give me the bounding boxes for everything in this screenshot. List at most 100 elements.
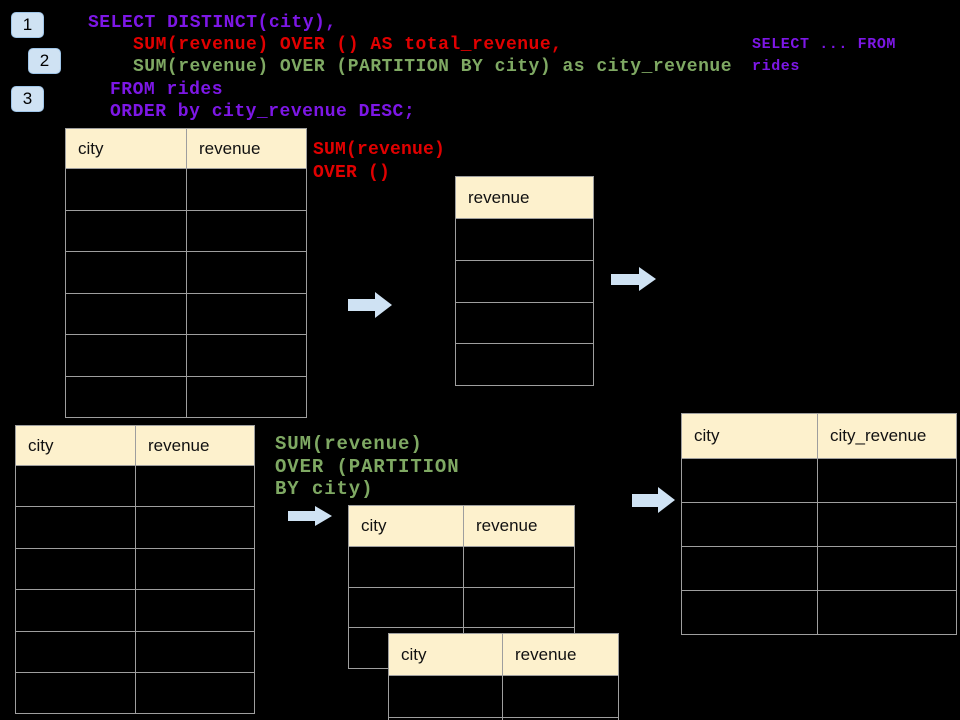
table-row	[66, 168, 306, 210]
table-cell	[16, 548, 136, 590]
sql-line-sum-total: SUM(revenue) OVER () AS total_revenue,	[133, 35, 563, 55]
table-cell	[136, 632, 254, 672]
table-cell	[818, 503, 956, 546]
annotation-total-line1: SUM(revenue)	[313, 140, 446, 160]
table-row	[16, 506, 254, 548]
table-cell	[349, 547, 464, 587]
table-header-row: city revenue	[349, 506, 574, 546]
table-cell	[349, 587, 464, 628]
table-cell	[187, 211, 306, 252]
table-header-row: city revenue	[16, 426, 254, 465]
table-row	[682, 590, 956, 634]
table-row	[682, 502, 956, 546]
table-row	[66, 375, 306, 418]
table-cell	[187, 335, 306, 376]
sql-line-order: ORDER by city_revenue DESC;	[110, 102, 416, 122]
table-header-cell: revenue	[148, 435, 210, 455]
side-note-rides: rides	[752, 58, 801, 75]
table-cell	[16, 590, 136, 631]
table-header-cell: city	[389, 634, 503, 675]
table-row	[389, 675, 618, 717]
table-header-cell: city	[682, 414, 818, 458]
annotation-partition-line3: BY city)	[275, 478, 374, 500]
table-row	[16, 671, 254, 714]
table-row	[66, 251, 306, 293]
table-cell	[16, 507, 136, 548]
annotation-total-line2: OVER ()	[313, 163, 391, 183]
step-badge-1: 1	[11, 12, 44, 38]
table-row	[456, 301, 593, 344]
table-header-cell: city	[349, 506, 464, 546]
table-row	[16, 589, 254, 631]
table-header-cell: city	[16, 426, 136, 465]
table-row	[16, 465, 254, 507]
table-header-cell: city	[66, 129, 187, 168]
side-note-select-from: SELECT ... FROM	[752, 36, 897, 53]
table-cell	[16, 466, 136, 507]
sql-line-from: FROM rides	[110, 80, 224, 100]
table-cell	[682, 503, 818, 546]
table-cell	[187, 252, 306, 293]
table-cell	[16, 672, 136, 714]
annotation-partition-line1: SUM(revenue)	[275, 433, 423, 455]
table-cell	[464, 588, 574, 628]
table-row	[682, 458, 956, 502]
table-cell	[818, 591, 956, 634]
table-header-row: city city_revenue	[682, 414, 956, 458]
table-cell	[389, 676, 503, 717]
table-row	[66, 334, 306, 376]
table-cell	[682, 591, 818, 634]
table-source-bottom: city revenue	[15, 425, 255, 715]
table-cell	[818, 547, 956, 590]
table-row	[349, 586, 574, 628]
table-cell	[66, 252, 187, 293]
sql-line-sum-partition: SUM(revenue) OVER (PARTITION BY city) as…	[133, 57, 732, 77]
table-cell	[456, 344, 593, 385]
table-cell	[136, 507, 254, 547]
table-cell	[66, 293, 187, 334]
table-cell	[503, 676, 618, 717]
table-cell	[66, 210, 187, 251]
table-final-result: city city_revenue	[681, 413, 957, 635]
table-cell	[136, 466, 254, 506]
table-row	[456, 343, 593, 385]
table-cell	[682, 547, 818, 590]
table-cell	[818, 459, 956, 502]
table-partition-overlap: city revenue	[388, 633, 619, 720]
table-header-row: city revenue	[66, 129, 306, 168]
annotation-partition-line2: OVER (PARTITION	[275, 455, 460, 478]
sql-line-select: SELECT DISTINCT(city),	[88, 13, 337, 33]
table-cell	[136, 590, 254, 630]
arrow-right-icon	[632, 487, 675, 514]
arrow-right-icon	[611, 267, 656, 292]
table-header-cell: revenue	[468, 187, 530, 207]
table-row	[66, 292, 306, 335]
table-header-cell: revenue	[515, 644, 577, 664]
table-cell	[66, 376, 187, 417]
table-cell	[389, 718, 503, 720]
table-cell	[66, 169, 187, 210]
table-header-cell: revenue	[199, 138, 261, 158]
table-cell	[456, 261, 593, 302]
step-badge-2: 2	[28, 48, 61, 74]
table-cell	[187, 377, 306, 418]
table-row	[682, 546, 956, 590]
table-header-cell: revenue	[476, 516, 538, 535]
table-cell	[16, 631, 136, 672]
table-row	[16, 547, 254, 590]
table-cell	[136, 673, 254, 713]
table-total-revenue-result: revenue	[455, 176, 594, 386]
table-cell	[682, 459, 818, 502]
table-cell	[456, 303, 593, 344]
step-badge-3: 3	[11, 86, 44, 112]
arrow-right-icon	[288, 506, 332, 526]
table-row	[16, 630, 254, 672]
arrow-right-icon	[348, 292, 392, 318]
table-row	[456, 259, 593, 302]
table-source-top: city revenue	[65, 128, 307, 418]
table-cell	[464, 547, 574, 587]
table-row	[389, 717, 618, 720]
table-header-cell: city_revenue	[830, 426, 927, 445]
table-cell	[187, 294, 306, 335]
